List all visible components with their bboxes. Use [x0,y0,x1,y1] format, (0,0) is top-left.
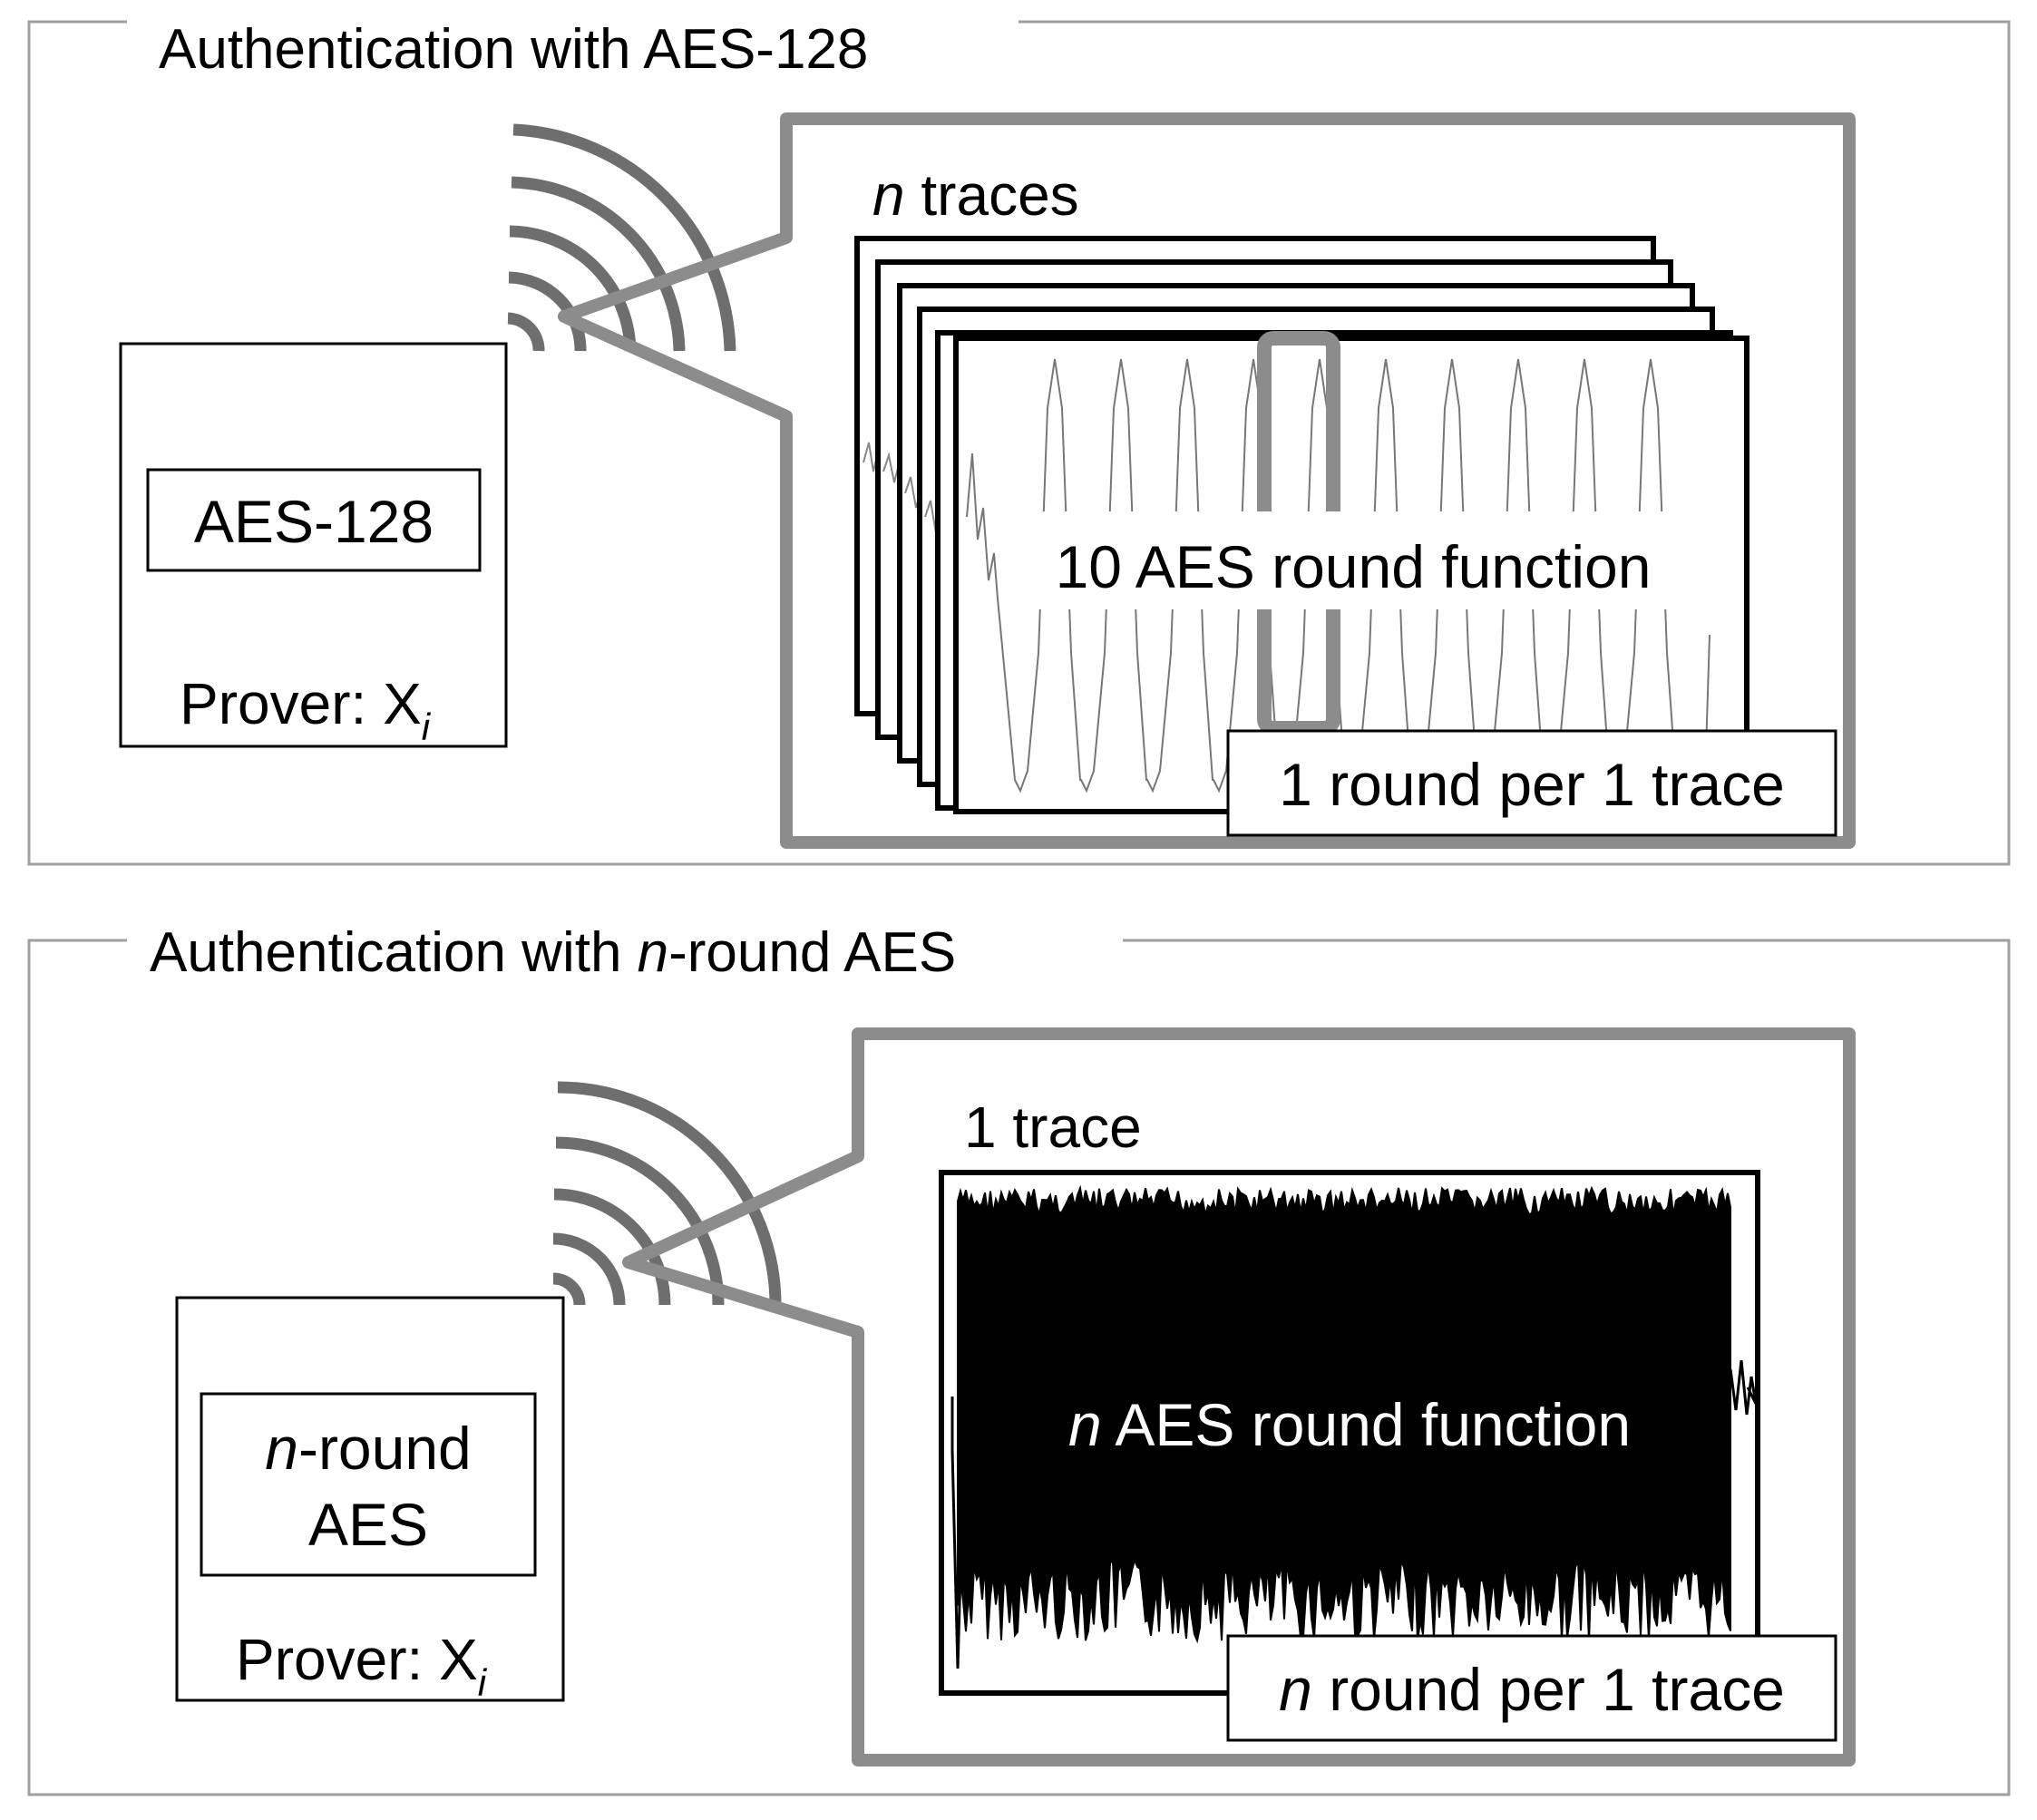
dense-power-signal [950,1184,1758,1669]
bottom-panel-title: Authentication with n-round AES [150,921,956,984]
bottom-caption-box [1226,1634,1837,1742]
bottom-panel: Authentication with n-round AES n-round … [27,921,2011,1796]
bottom-aes-module-line2: AES [308,1491,428,1558]
top-callout-bubble [558,112,1856,849]
bottom-wireless-wave-icon [552,1081,782,1306]
top-panel: Authentication with AES-128 AES-128 Prov… [27,18,2011,866]
bottom-prover-label: Prover: Xi [236,1627,488,1704]
top-aes-module [146,468,482,572]
top-aes-module-label: AES-128 [194,488,434,555]
bottom-caption-label: n round per 1 trace [1279,1656,1785,1723]
top-prover-label: Prover: Xi [180,671,432,748]
top-traces-label: n traces [872,162,1079,228]
top-caption-label: 1 round per 1 trace [1279,751,1785,818]
bottom-trace-label: 1 trace [964,1095,1142,1160]
bottom-aes-module [200,1392,537,1577]
bottom-panel-border [27,939,2011,1796]
bottom-aes-module-line1: n-round [265,1415,472,1482]
top-wireless-wave-icon [507,123,736,352]
bottom-callout-bubble [622,1027,1856,1766]
dense-signal-start [950,1397,963,1669]
dense-signal-tail [1729,1359,1758,1416]
top-panel-border [27,20,2011,866]
top-center-label: 10 AES round function [1056,533,1652,600]
top-panel-title: Authentication with AES-128 [159,18,868,81]
dense-signal-envelope [957,1184,1731,1644]
top-caption-box [1226,729,1837,837]
bottom-center-label: n AES round function [1068,1391,1631,1458]
top-center-label-bg [1009,511,1698,609]
